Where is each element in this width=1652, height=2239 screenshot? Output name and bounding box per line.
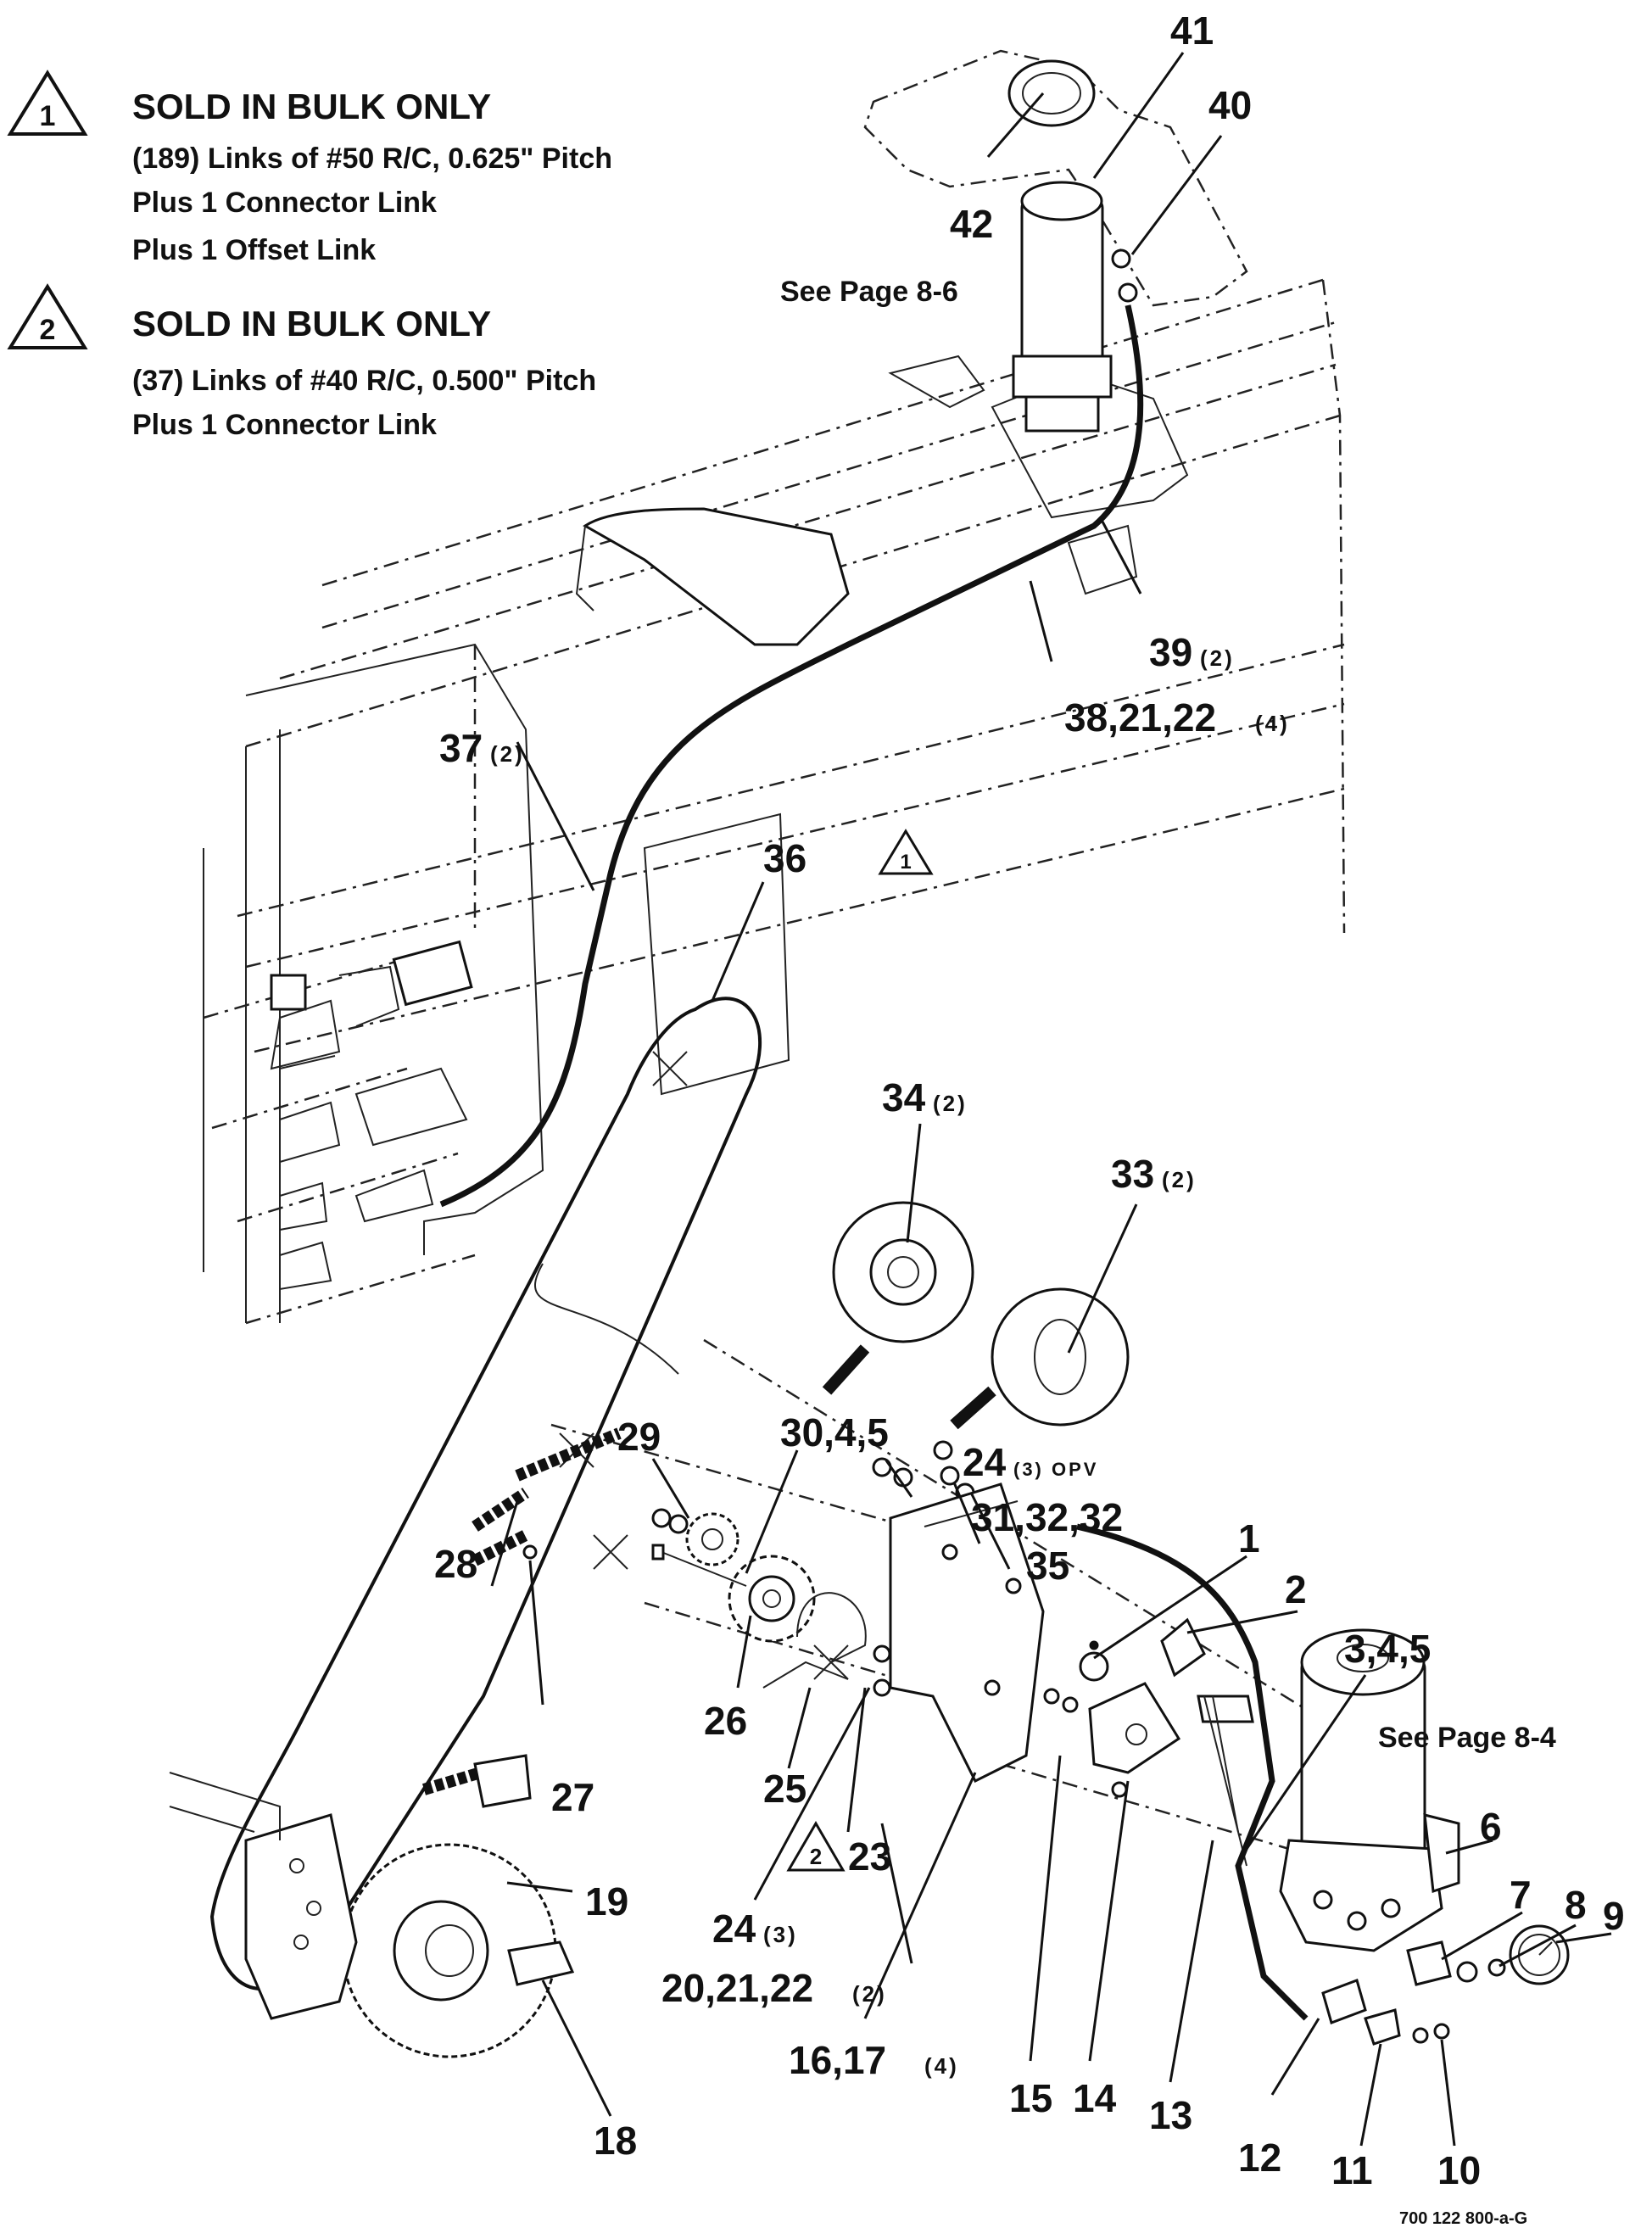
long-drive-chain bbox=[209, 997, 762, 1991]
callout-23: 23 bbox=[848, 1834, 891, 1879]
note-2-line-2: Plus 1 Connector Link bbox=[132, 409, 437, 441]
lower-oil-line bbox=[1076, 1523, 1309, 2021]
callout-38: 38,21,22 bbox=[1064, 695, 1216, 740]
callout-30: 30,4,5 bbox=[780, 1410, 889, 1455]
callout-7: 7 bbox=[1510, 1873, 1532, 1917]
callout-10: 10 bbox=[1437, 2148, 1481, 2192]
note-1-line-2: Plus 1 Connector Link bbox=[132, 187, 437, 219]
callouts: 41 40 42 39 (2) 38,21,22 (4) 37 (2) 36 1… bbox=[434, 8, 1625, 2192]
page-ref-upper: See Page 8-6 bbox=[780, 276, 958, 308]
sprocket-26 bbox=[651, 1544, 816, 1643]
chain-segments bbox=[421, 1427, 622, 1808]
callout-24-opv: 24 bbox=[963, 1440, 1007, 1484]
callout-37: 37 bbox=[439, 726, 483, 770]
note-1-mark: 1 bbox=[40, 100, 56, 132]
callout-41: 41 bbox=[1170, 8, 1214, 53]
sprocket-29 bbox=[651, 1508, 739, 1566]
callout-23-mark: 2 bbox=[810, 1844, 822, 1869]
note-2-triangle-icon bbox=[7, 283, 88, 349]
callout-37-qty: (2) bbox=[490, 741, 525, 767]
note-1-line-3: Plus 1 Offset Link bbox=[132, 234, 376, 266]
detail-snapring-33 bbox=[950, 1287, 1130, 1430]
callout-11: 11 bbox=[1331, 2148, 1373, 2192]
note-1-line-1: (189) Links of #50 R/C, 0.625" Pitch bbox=[132, 142, 612, 175]
callout-25: 25 bbox=[763, 1767, 806, 1811]
callout-6: 6 bbox=[1480, 1805, 1502, 1849]
upper-fittings bbox=[439, 248, 1144, 1208]
callout-18: 18 bbox=[594, 2119, 637, 2163]
callout-2: 2 bbox=[1285, 1567, 1307, 1611]
drive-support bbox=[169, 1772, 358, 2020]
callout-19: 19 bbox=[585, 1879, 628, 1924]
note-2-mark: 2 bbox=[40, 314, 56, 346]
pump-fittings bbox=[1321, 1924, 1570, 2046]
callout-39-qty: (2) bbox=[1200, 645, 1235, 671]
callout-33-qty: (2) bbox=[1162, 1167, 1197, 1192]
callout-39: 39 bbox=[1149, 630, 1192, 674]
callout-24-qty: (3) bbox=[763, 1922, 798, 1947]
pump-mount bbox=[1043, 1617, 1254, 1867]
callout-14: 14 bbox=[1073, 2076, 1117, 2120]
callout-24: 24 bbox=[712, 1907, 756, 1951]
drive-sprocket-19 bbox=[342, 1843, 575, 2058]
note-1-heading: SOLD IN BULK ONLY bbox=[132, 87, 491, 126]
callout-35: 35 bbox=[1026, 1544, 1069, 1588]
note-2-heading: SOLD IN BULK ONLY bbox=[132, 304, 491, 343]
callout-34-qty: (2) bbox=[933, 1091, 968, 1116]
page-ref-lower: See Page 8-4 bbox=[1378, 1722, 1556, 1754]
callout-40: 40 bbox=[1208, 83, 1252, 127]
callout-36: 36 bbox=[763, 836, 806, 880]
callout-26: 26 bbox=[704, 1699, 747, 1743]
washers bbox=[872, 1440, 975, 1503]
callout-36-mark: 1 bbox=[900, 851, 911, 874]
callout-38-qty: (4) bbox=[1255, 711, 1290, 736]
callout-1: 1 bbox=[1238, 1516, 1260, 1561]
callout-15: 15 bbox=[1009, 2076, 1052, 2120]
callout-20-qty: (2) bbox=[852, 1981, 887, 2007]
leader-lines bbox=[490, 52, 1612, 2147]
callout-16-qty: (4) bbox=[924, 2053, 959, 2079]
callout-20: 20,21,22 bbox=[661, 1966, 813, 2010]
callout-29: 29 bbox=[617, 1415, 661, 1459]
upper-oil-reservoir bbox=[1012, 181, 1113, 433]
callout-28: 28 bbox=[434, 1542, 477, 1586]
callout-16: 16,17 bbox=[789, 2038, 886, 2082]
callout-23-triangle-icon bbox=[786, 1821, 846, 1872]
callout-13: 13 bbox=[1149, 2093, 1192, 2137]
lower-oil-pump bbox=[1279, 1628, 1460, 1952]
callout-12: 12 bbox=[1238, 2136, 1281, 2180]
note-1-triangle-icon bbox=[7, 70, 88, 136]
note-1: 1 SOLD IN BULK ONLY (189) Links of #50 R… bbox=[7, 70, 612, 266]
header-frame bbox=[203, 278, 1346, 1325]
upper-oil-line bbox=[439, 304, 1144, 1208]
drawing-code: 700 122 800-a-G bbox=[1399, 2209, 1527, 2228]
callout-3-4-5: 3,4,5 bbox=[1344, 1627, 1431, 1671]
callout-27: 27 bbox=[551, 1775, 594, 1819]
callout-36-triangle-icon bbox=[878, 829, 934, 875]
callout-8: 8 bbox=[1565, 1883, 1587, 1927]
note-2: 2 SOLD IN BULK ONLY (37) Links of #40 R/… bbox=[7, 283, 596, 441]
callout-9: 9 bbox=[1603, 1894, 1625, 1938]
callout-42: 42 bbox=[950, 202, 993, 246]
callout-33: 33 bbox=[1111, 1152, 1154, 1196]
note-2-line-1: (37) Links of #40 R/C, 0.500" Pitch bbox=[132, 365, 596, 397]
detail-bearing-34 bbox=[822, 1201, 974, 1395]
callout-24-opv-qty: (3) OPV bbox=[1013, 1459, 1098, 1480]
callout-34: 34 bbox=[882, 1075, 926, 1120]
callout-31: 31,32,32 bbox=[971, 1495, 1123, 1539]
